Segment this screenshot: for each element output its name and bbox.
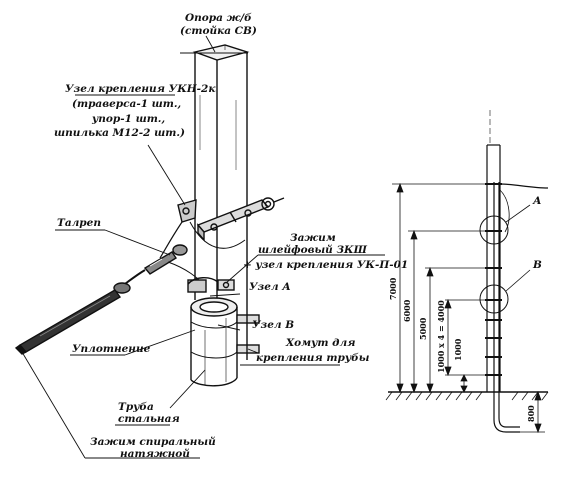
node-b-label: Узел В	[252, 319, 294, 331]
spiral-tension-clamp	[14, 289, 122, 355]
seal-label: Уплотнение	[72, 343, 151, 355]
left-figure	[14, 44, 285, 387]
node-a-circle	[479, 215, 509, 245]
pipe-elevation	[485, 182, 549, 433]
loop-clamp-label-2: шлейфовый ЗКШ	[258, 243, 368, 256]
node-a-label: Узел А	[249, 281, 291, 293]
steel-pipe-label-1: Труба	[118, 401, 154, 413]
ground-line	[385, 391, 549, 401]
marker-a: А	[532, 195, 542, 207]
steel-pipe	[190, 297, 238, 387]
clamp-unit-line-2: упор-1 шт.,	[91, 113, 165, 125]
right-figure	[385, 110, 549, 434]
support-label-1: Опора ж/б	[185, 12, 252, 24]
pipe-clamp-label-1: Хомут для	[285, 337, 356, 349]
clamp-unit-line-1: (траверса-1 шт.,	[72, 98, 181, 110]
spiral-clamp-label-1: Зажим спиральный	[90, 435, 216, 448]
dimension-lines	[392, 182, 545, 434]
node-b-circle	[479, 284, 509, 314]
turnbuckle-label: Талреп	[57, 217, 101, 229]
clamp-unit-line-3: шпилька М12-2 шт.)	[54, 127, 185, 139]
marker-b: В	[532, 259, 542, 271]
loop-clamp-label-3: + узел крепления УК-П-01	[243, 259, 408, 271]
right-labels: А В 7000 6000 5000 1000 x 4 = 4000 1000 …	[388, 195, 542, 422]
spiral-clamp-label-2: натяжной	[120, 447, 190, 460]
dim-1000x4: 1000 x 4 = 4000	[436, 300, 446, 373]
turnbuckle	[113, 244, 188, 294]
left-labels: Опора ж/б (стойка СВ) Узел крепления УКН…	[54, 12, 408, 460]
dim-5000: 5000	[418, 317, 428, 340]
dim-800: 800	[526, 405, 536, 422]
dim-1000: 1000	[453, 338, 463, 361]
clamp-unit-title: Узел крепления УКН-2к	[65, 83, 216, 95]
traverse-bracket	[177, 197, 285, 242]
steel-pipe-label-2: стальная	[118, 413, 180, 425]
loop-clamp-label-1: Зажим	[290, 232, 336, 244]
dim-6000: 6000	[402, 299, 412, 322]
support-label-2: (стойка СВ)	[180, 24, 257, 37]
leader-lines	[21, 35, 385, 459]
dim-7000: 7000	[388, 277, 398, 300]
loop-clamp	[187, 277, 235, 293]
pipe-clamp-label-2: крепления трубы	[256, 352, 370, 364]
concrete-pole	[192, 44, 250, 305]
